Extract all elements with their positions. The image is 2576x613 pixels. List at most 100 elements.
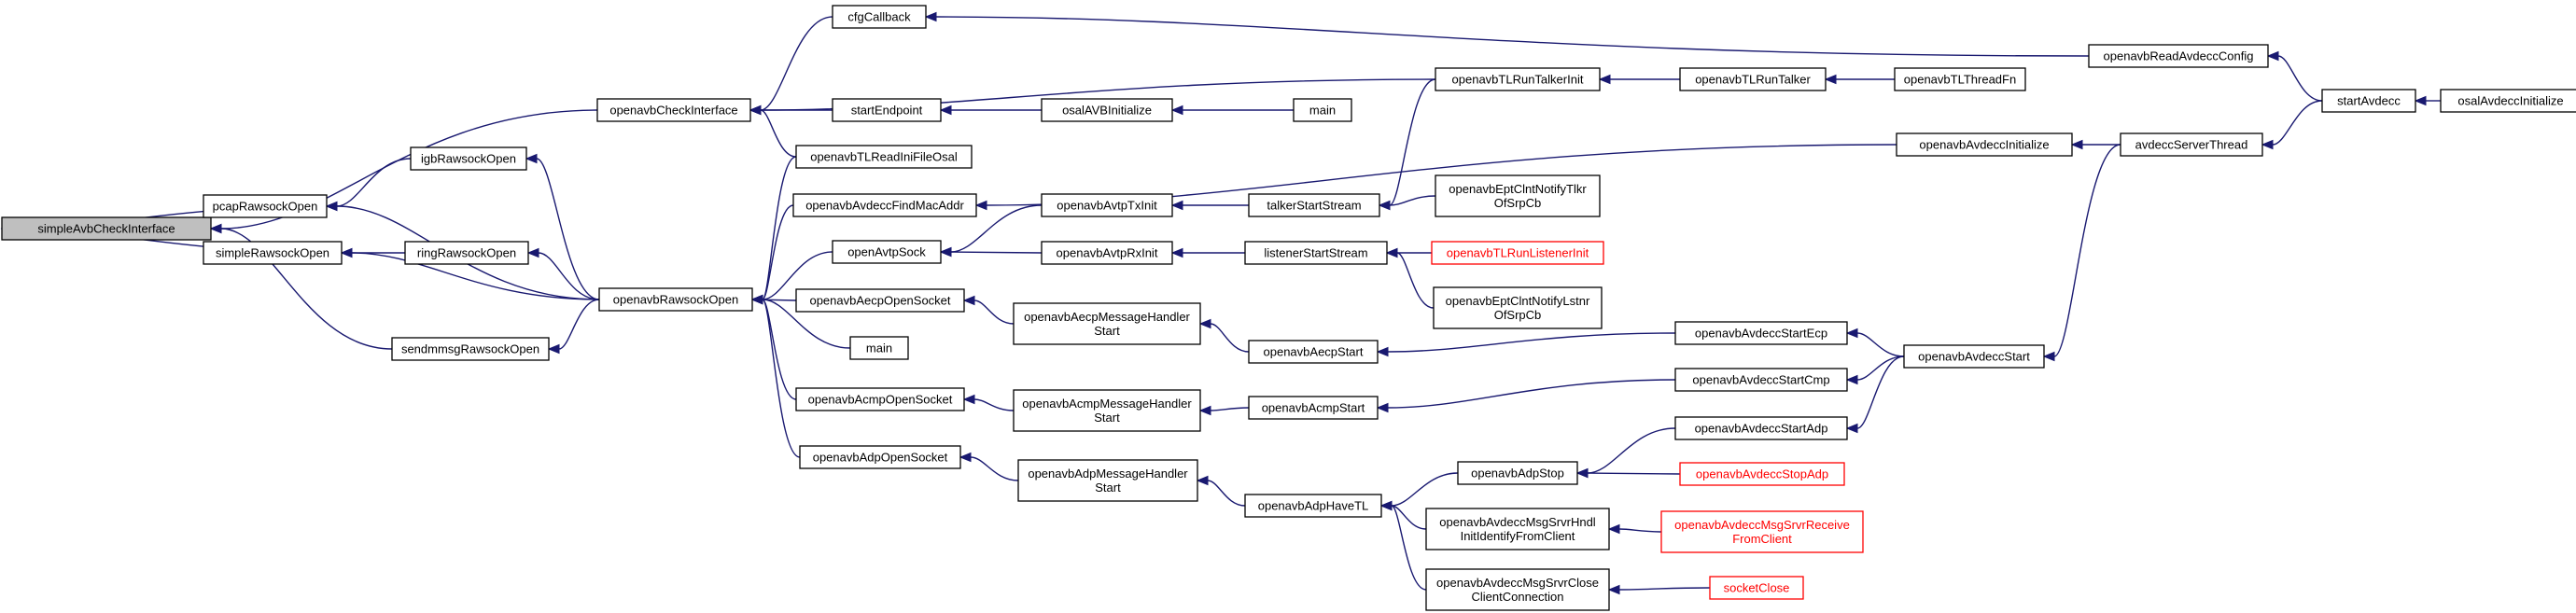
node-openavb-tlrun-talker-init[interactable]: openavbTLRunTalkerInit bbox=[1435, 67, 1601, 91]
call-edge bbox=[1575, 427, 1676, 479]
node-openavb-tlrun-listener-init[interactable]: openavbTLRunListenerInit bbox=[1431, 241, 1604, 265]
node-openavb-acmp-open-socket[interactable]: openavbAcmpOpenSocket bbox=[795, 387, 965, 411]
node-openavb-avdecc-start[interactable]: openavbAvdeccStart bbox=[1903, 344, 2045, 369]
arrowhead bbox=[2261, 139, 2274, 150]
node-igb-rawsock-open[interactable]: igbRawsockOpen bbox=[410, 146, 527, 171]
node-label: listenerStartStream bbox=[1264, 246, 1367, 260]
node-label: osalAVBInitialize bbox=[1062, 104, 1152, 118]
node-openavb-acmp-start[interactable]: openavbAcmpStart bbox=[1248, 396, 1379, 420]
arrowhead bbox=[2266, 50, 2279, 62]
node-box bbox=[1435, 174, 1601, 217]
node-label: openavbAvdeccStartCmp bbox=[1692, 373, 1829, 387]
node-label: pcapRawsockOpen bbox=[213, 200, 318, 214]
call-edge-line bbox=[1207, 480, 1246, 507]
node-label: openavbAvdeccInitialize bbox=[1919, 138, 2049, 152]
node-openavb-tlthread-fn[interactable]: openavbTLThreadFn bbox=[1894, 67, 2026, 91]
node-openavb-adp-stop[interactable]: openavbAdpStop bbox=[1457, 461, 1578, 485]
call-edge-line bbox=[538, 252, 600, 300]
call-edge bbox=[1845, 327, 1905, 357]
node-openavb-avdecc-find-mac-addr[interactable]: openavbAvdeccFindMacAddr bbox=[792, 193, 977, 217]
call-edge-line bbox=[1210, 323, 1250, 353]
node-openavb-adp-open-socket[interactable]: openavbAdpOpenSocket bbox=[799, 445, 961, 469]
node-main2[interactable]: main bbox=[1293, 98, 1352, 122]
call-edge-line bbox=[351, 252, 600, 300]
node-openavb-aecp-start[interactable]: openavbAecpStart bbox=[1248, 340, 1379, 364]
node-box bbox=[1433, 286, 1603, 329]
node-openavb-avdecc-start-adp[interactable]: openavbAvdeccStartAdp bbox=[1674, 416, 1848, 440]
node-talker-start-stream[interactable]: talkerStartStream bbox=[1248, 193, 1380, 217]
node-openavb-avdecc-msg-srvr-close-client-connection[interactable]: openavbAvdeccMsgSrvrCloseClientConnectio… bbox=[1425, 568, 1610, 611]
call-edge bbox=[2266, 50, 2323, 102]
node-osal-avdecc-initialize[interactable]: osalAvdeccInitialize bbox=[2440, 89, 2576, 113]
node-main1[interactable]: main bbox=[849, 336, 909, 360]
call-edge bbox=[1170, 104, 1294, 116]
node-box bbox=[1431, 241, 1604, 265]
node-start-endpoint[interactable]: startEndpoint bbox=[832, 98, 942, 122]
node-box bbox=[1248, 396, 1379, 420]
node-openavb-tlread-ini-file-osal[interactable]: openavbTLReadIniFileOsal bbox=[795, 145, 973, 169]
node-label: openavbAvdeccMsgSrvrClose bbox=[1436, 576, 1599, 590]
node-openavb-avdecc-stop-adp[interactable]: openavbAvdeccStopAdp bbox=[1679, 462, 1845, 486]
node-label: openavbCheckInterface bbox=[609, 104, 737, 118]
node-openavb-avdecc-initialize[interactable]: openavbAvdeccInitialize bbox=[1896, 132, 2073, 157]
node-label: openavbAdpStop bbox=[1471, 467, 1564, 481]
call-edge bbox=[1824, 74, 1895, 85]
node-sendmmsg-rawsock-open[interactable]: sendmmsgRawsockOpen bbox=[391, 337, 550, 361]
node-openavb-avdecc-start-ecp[interactable]: openavbAvdeccStartEcp bbox=[1674, 321, 1848, 345]
call-edge bbox=[325, 158, 412, 212]
node-avdecc-server-thread[interactable]: avdeccServerThread bbox=[2120, 132, 2263, 157]
node-osal-avbinitialize[interactable]: osalAVBInitialize bbox=[1041, 98, 1173, 122]
node-openavb-aecp-open-socket[interactable]: openavbAecpOpenSocket bbox=[795, 288, 965, 313]
node-openavb-avdecc-msg-srvr-hndl-init-identify-from-client[interactable]: openavbAvdeccMsgSrvrHndlInitIdentifyFrom… bbox=[1425, 508, 1610, 550]
node-ring-rawsock-open[interactable]: ringRawsockOpen bbox=[404, 241, 529, 265]
node-label: openavbAecpOpenSocket bbox=[809, 294, 950, 308]
node-start-avdecc[interactable]: startAvdecc bbox=[2321, 89, 2416, 113]
node-box bbox=[1013, 302, 1201, 345]
node-label: main bbox=[866, 341, 892, 355]
node-simple-avb-check-interface: simpleAvbCheckInterface bbox=[1, 216, 212, 241]
arrowhead bbox=[1845, 374, 1858, 385]
node-openavb-tlrun-talker[interactable]: openavbTLRunTalker bbox=[1679, 67, 1827, 91]
arrowhead bbox=[939, 104, 952, 116]
node-simple-rawsock-open[interactable]: simpleRawsockOpen bbox=[203, 241, 343, 265]
node-open-avtp-sock[interactable]: openAvtpSock bbox=[832, 240, 942, 264]
node-openavb-avdecc-start-cmp[interactable]: openavbAvdeccStartCmp bbox=[1674, 368, 1848, 392]
node-cfg-callback[interactable]: cfgCallback bbox=[832, 5, 927, 29]
node-pcap-rawsock-open[interactable]: pcapRawsockOpen bbox=[203, 194, 328, 218]
node-box bbox=[1674, 416, 1848, 440]
call-edge-line bbox=[1587, 472, 1681, 475]
call-edge-line bbox=[2053, 144, 2121, 357]
call-edge-line bbox=[1391, 505, 1427, 591]
node-box bbox=[849, 336, 909, 360]
node-label: openavbAvtpRxInit bbox=[1057, 246, 1158, 260]
arrowhead bbox=[1607, 523, 1620, 535]
node-listener-start-stream[interactable]: listenerStartStream bbox=[1244, 241, 1388, 265]
arrowhead bbox=[209, 223, 222, 234]
node-box bbox=[1248, 193, 1380, 217]
node-openavb-check-interface[interactable]: openavbCheckInterface bbox=[596, 98, 751, 122]
node-label: simpleAvbCheckInterface bbox=[37, 222, 175, 236]
node-openavb-read-avdecc-config[interactable]: openavbReadAvdeccConfig bbox=[2088, 44, 2269, 68]
call-edge bbox=[2042, 144, 2121, 362]
node-box bbox=[832, 240, 942, 264]
arrowhead bbox=[526, 247, 539, 258]
node-box bbox=[1041, 193, 1173, 217]
arrowhead bbox=[1598, 74, 1611, 85]
call-edge bbox=[1198, 405, 1250, 416]
node-openavb-adp-have-tl[interactable]: openavbAdpHaveTL bbox=[1244, 494, 1382, 518]
node-openavb-avtp-tx-init[interactable]: openavbAvtpTxInit bbox=[1041, 193, 1173, 217]
node-openavb-avtp-rx-init[interactable]: openavbAvtpRxInit bbox=[1041, 241, 1173, 265]
call-edge bbox=[749, 104, 797, 158]
node-label: avdeccServerThread bbox=[2135, 138, 2248, 152]
node-socket-close[interactable]: socketClose bbox=[1709, 576, 1804, 600]
node-openavb-rawsock-open[interactable]: openavbRawsockOpen bbox=[598, 287, 753, 312]
node-box bbox=[1660, 510, 1864, 553]
call-edge bbox=[209, 223, 393, 350]
call-edge bbox=[1379, 500, 1427, 591]
